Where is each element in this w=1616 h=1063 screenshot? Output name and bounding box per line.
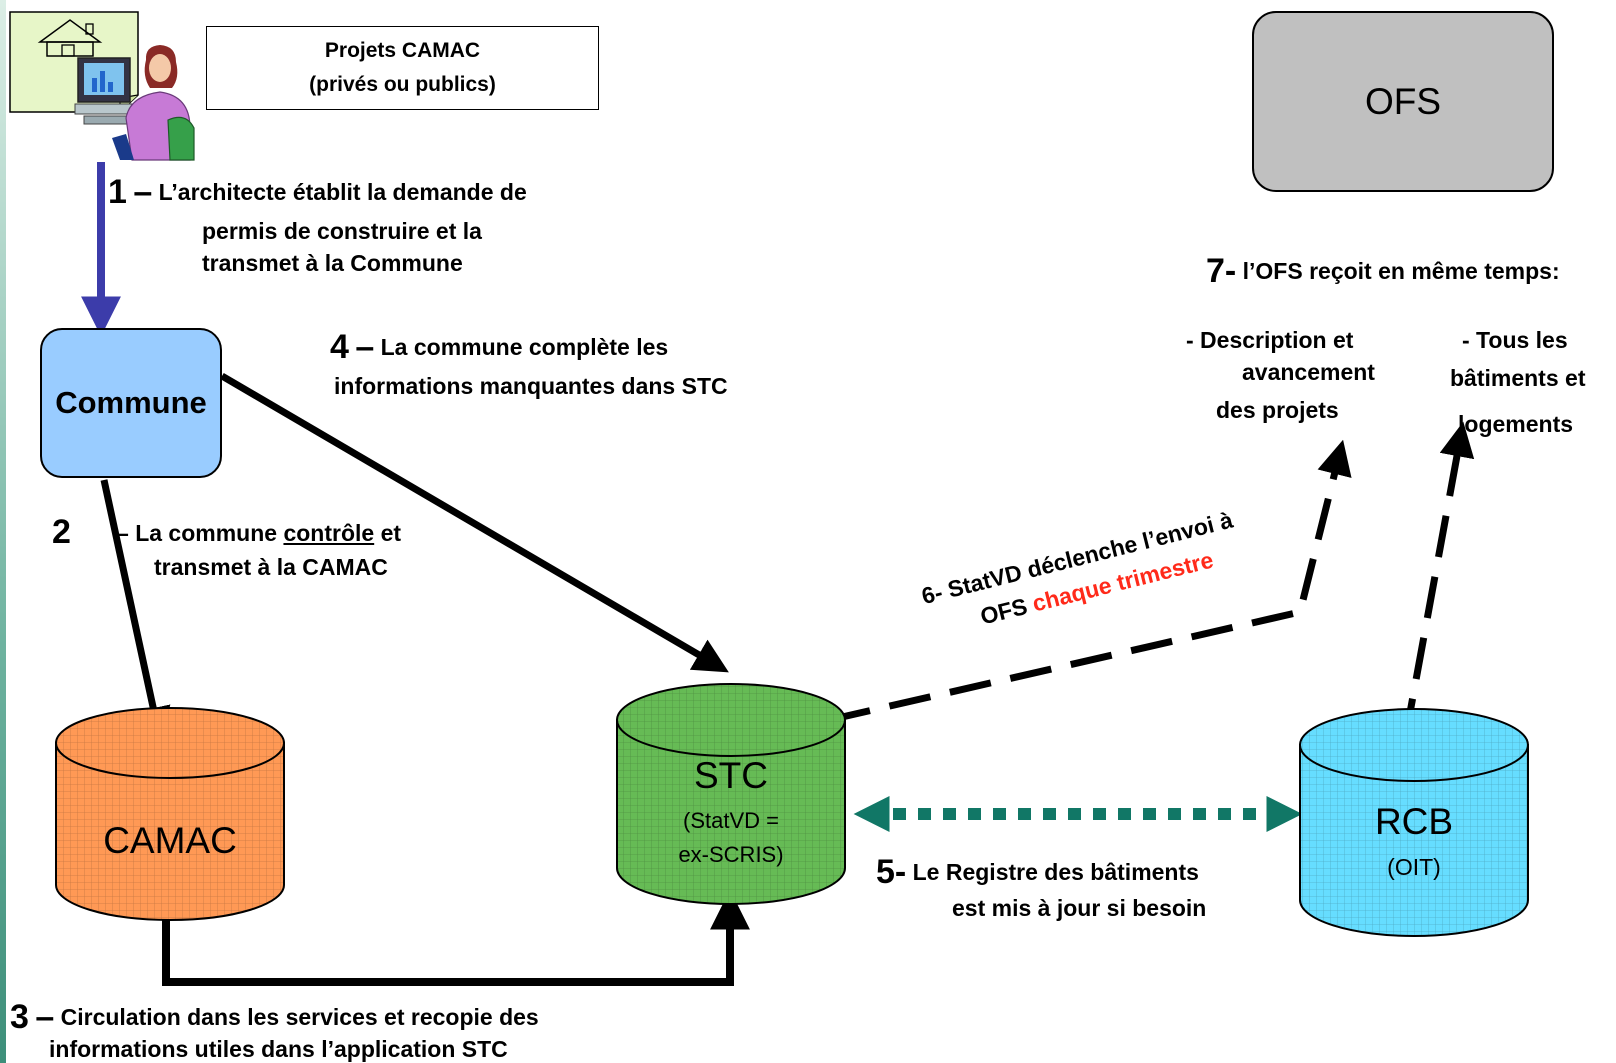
stc-title: STC xyxy=(694,755,768,796)
step3-text1: Circulation dans les services et recopie… xyxy=(60,1004,539,1030)
step3-dash: – xyxy=(35,998,55,1036)
step7-title: 7- l’OFS reçoit en même temps: xyxy=(1206,252,1560,290)
step7-a-line3: des projets xyxy=(1216,397,1339,423)
step5-line2: est mis à jour si besoin xyxy=(952,895,1207,921)
step2-number: 2 xyxy=(52,513,71,551)
ofs-box: OFS xyxy=(1252,11,1554,192)
rcb-database xyxy=(1299,708,1529,937)
step3-line1: 3 – Circulation dans les services et rec… xyxy=(10,1000,539,1034)
step1-dash: – xyxy=(133,173,153,211)
step7-b-line3: logements xyxy=(1458,411,1574,437)
step2-text-c: et xyxy=(374,520,402,546)
step3-line2: informations utiles dans l’application S… xyxy=(49,1036,508,1062)
arrow-step2 xyxy=(100,479,171,743)
arrow-step3 xyxy=(162,889,750,986)
step1-line3: transmet à la Commune xyxy=(202,250,463,276)
projects-camac-box: Projets CAMAC (privés ou publics) xyxy=(206,26,599,110)
house-icon xyxy=(37,19,103,57)
step2-text-control: contrôle xyxy=(283,520,375,546)
step2-line1: – La commune contrôle et xyxy=(116,517,401,549)
ofs-label: OFS xyxy=(1364,80,1442,122)
step1-number: 1 xyxy=(108,173,127,211)
left-edge-decoration xyxy=(0,0,6,1063)
step5-number: 5- xyxy=(876,853,907,891)
camac-label: CAMAC xyxy=(103,820,237,861)
projects-title: Projets CAMAC xyxy=(324,39,481,62)
commune-label: Commune xyxy=(55,385,207,420)
step4-line1: 4 – La commune complète les xyxy=(330,328,669,366)
projects-subtitle: (privés ou publics) xyxy=(309,73,496,96)
architect-at-computer-icon xyxy=(9,11,195,161)
rcb-title: RCB xyxy=(1374,801,1454,842)
step5-line1: 5- Le Registre des bâtiments xyxy=(876,853,1199,891)
step7-a-line2: avancement xyxy=(1242,359,1375,385)
step3-number: 3 xyxy=(10,998,29,1036)
step7-b-line1: - Tous les xyxy=(1462,327,1568,353)
stc-database xyxy=(616,683,846,905)
arrow-rcb-to-ofs xyxy=(1401,421,1475,741)
step5-text1: Le Registre des bâtiments xyxy=(912,859,1199,885)
step4-line2: informations manquantes dans STC xyxy=(334,373,728,399)
step1-line1: 1 – L’architecte établit la demande de xyxy=(108,173,527,211)
rcb-subtitle: (OIT) xyxy=(1387,854,1441,880)
arrow-step6 xyxy=(828,439,1352,724)
step2-text-a: La commune xyxy=(135,520,284,546)
stc-subtitle-2: ex-SCRIS) xyxy=(678,842,784,867)
step4-dash: – xyxy=(355,328,375,366)
step1-text1: L’architecte établit la demande de xyxy=(158,179,527,205)
commune-box: Commune xyxy=(40,328,222,478)
step2-dash: – xyxy=(116,520,129,546)
camac-database xyxy=(55,707,285,921)
step4-number: 4 xyxy=(330,328,349,366)
arrow-step4 xyxy=(220,372,729,673)
step4-text1: La commune complète les xyxy=(380,334,669,360)
step7-number: 7- xyxy=(1206,252,1237,290)
step7-title-text: l’OFS reçoit en même temps: xyxy=(1242,258,1560,284)
step2-line2: transmet à la CAMAC xyxy=(154,554,388,580)
step7-a-line1: - Description et xyxy=(1186,327,1354,353)
stc-subtitle-1: (StatVD = xyxy=(683,808,779,833)
step1-line2: permis de construire et la xyxy=(202,218,482,244)
step7-b-line2: bâtiments et xyxy=(1450,365,1586,391)
